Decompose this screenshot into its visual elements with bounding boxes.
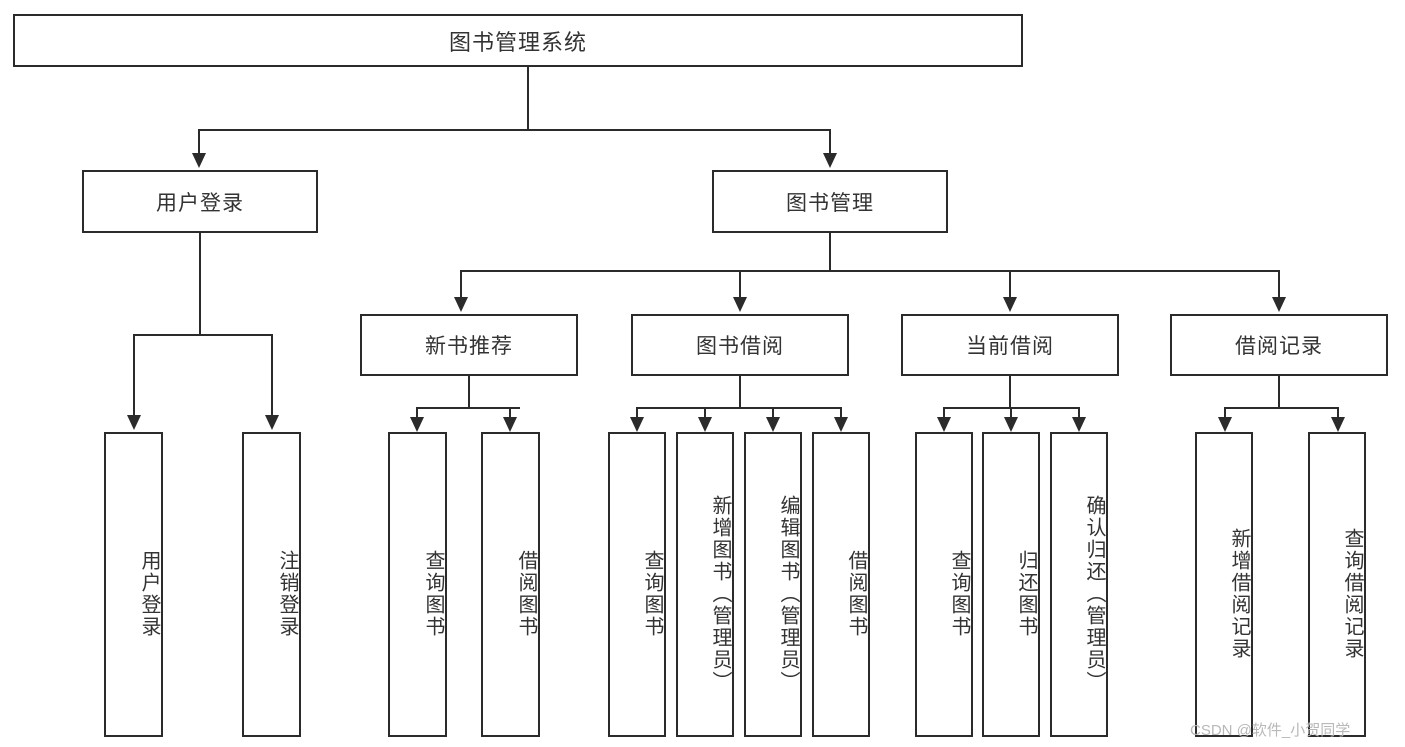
connector-user-stem [199,233,201,335]
connector-record-stem [1278,376,1280,408]
connector-root-to-user [198,129,200,155]
arrow-recommend-leaf-0 [410,417,424,432]
connector-current-stem [1009,376,1011,408]
connector-borrow-stem [739,376,741,408]
watermark-label: CSDN @软件_小贺同学 [1190,722,1351,739]
leaf-record-1[interactable]: 查询借阅记录 [1308,432,1366,737]
leaf-borrow-0[interactable]: 查询图书 [608,432,666,737]
leaf-current-1[interactable]: 归还图书 [982,432,1040,737]
leaf-current-0[interactable]: 查询图书 [915,432,973,737]
connector-borrow-leaf-2 [772,407,774,418]
connector-recommend-stem [468,376,470,408]
arrow-book-child-3 [1272,297,1286,312]
node-book-management[interactable]: 图书管理 [712,170,948,233]
connector-book-stem [829,233,831,271]
arrow-current-leaf-0 [937,417,951,432]
connector-user-bar [133,334,271,336]
arrow-borrow-leaf-3 [834,417,848,432]
arrow-recommend-leaf-1 [503,417,517,432]
connector-borrow-leaf-3 [840,407,842,418]
connector-recommend-bar [416,407,520,409]
connector-book-bar [460,270,1279,272]
arrow-book-child-1 [733,297,747,312]
arrow-current-leaf-1 [1004,417,1018,432]
node-new-book-recommend[interactable]: 新书推荐 [360,314,578,376]
leaf-record-0[interactable]: 新增借阅记录 [1195,432,1253,737]
leaf-current-2[interactable]: 确认归还（管理员） [1050,432,1108,737]
node-user-login[interactable]: 用户登录 [82,170,318,233]
arrow-user-leaf-0 [127,415,141,430]
leaf-borrow-3[interactable]: 借阅图书 [812,432,870,737]
connector-borrow-leaf-1 [704,407,706,418]
connector-root-stem [527,67,529,130]
connector-recommend-leaf-0 [416,407,418,418]
leaf-borrow-2[interactable]: 编辑图书（管理员） [744,432,802,737]
connector-record-leaf-0 [1224,407,1226,418]
arrow-borrow-leaf-0 [630,417,644,432]
connector-root-bar [198,129,830,131]
node-book-borrow[interactable]: 图书借阅 [631,314,849,376]
connector-book-child-1 [739,270,741,298]
node-current-borrow[interactable]: 当前借阅 [901,314,1119,376]
connector-borrow-bar [636,407,841,409]
connector-record-leaf-1 [1337,407,1339,418]
arrow-root-to-book [823,153,837,168]
arrow-user-leaf-1 [265,415,279,430]
node-root[interactable]: 图书管理系统 [13,14,1023,67]
node-borrow-record[interactable]: 借阅记录 [1170,314,1388,376]
leaf-recommend-1[interactable]: 借阅图书 [481,432,540,737]
leaf-user-login-1[interactable]: 注销登录 [242,432,301,737]
connector-user-leaf-0 [133,334,135,416]
connector-book-child-0 [460,270,462,298]
connector-user-leaf-1 [271,334,273,416]
connector-recommend-leaf-1 [509,407,511,418]
leaf-recommend-0[interactable]: 查询图书 [388,432,447,737]
leaf-borrow-1[interactable]: 新增图书（管理员） [676,432,734,737]
arrow-root-to-user [192,153,206,168]
leaf-user-login-0[interactable]: 用户登录 [104,432,163,737]
connector-book-child-2 [1009,270,1011,298]
arrow-borrow-leaf-2 [766,417,780,432]
connector-current-leaf-2 [1078,407,1080,418]
connector-root-to-book [829,129,831,155]
connector-book-child-3 [1278,270,1280,298]
arrow-book-child-2 [1003,297,1017,312]
arrow-borrow-leaf-1 [698,417,712,432]
connector-borrow-leaf-0 [636,407,638,418]
arrow-book-child-0 [454,297,468,312]
connector-record-bar [1224,407,1337,409]
arrow-current-leaf-2 [1072,417,1086,432]
connector-current-leaf-1 [1010,407,1012,418]
arrow-record-leaf-0 [1218,417,1232,432]
connector-current-leaf-0 [943,407,945,418]
arrow-record-leaf-1 [1331,417,1345,432]
